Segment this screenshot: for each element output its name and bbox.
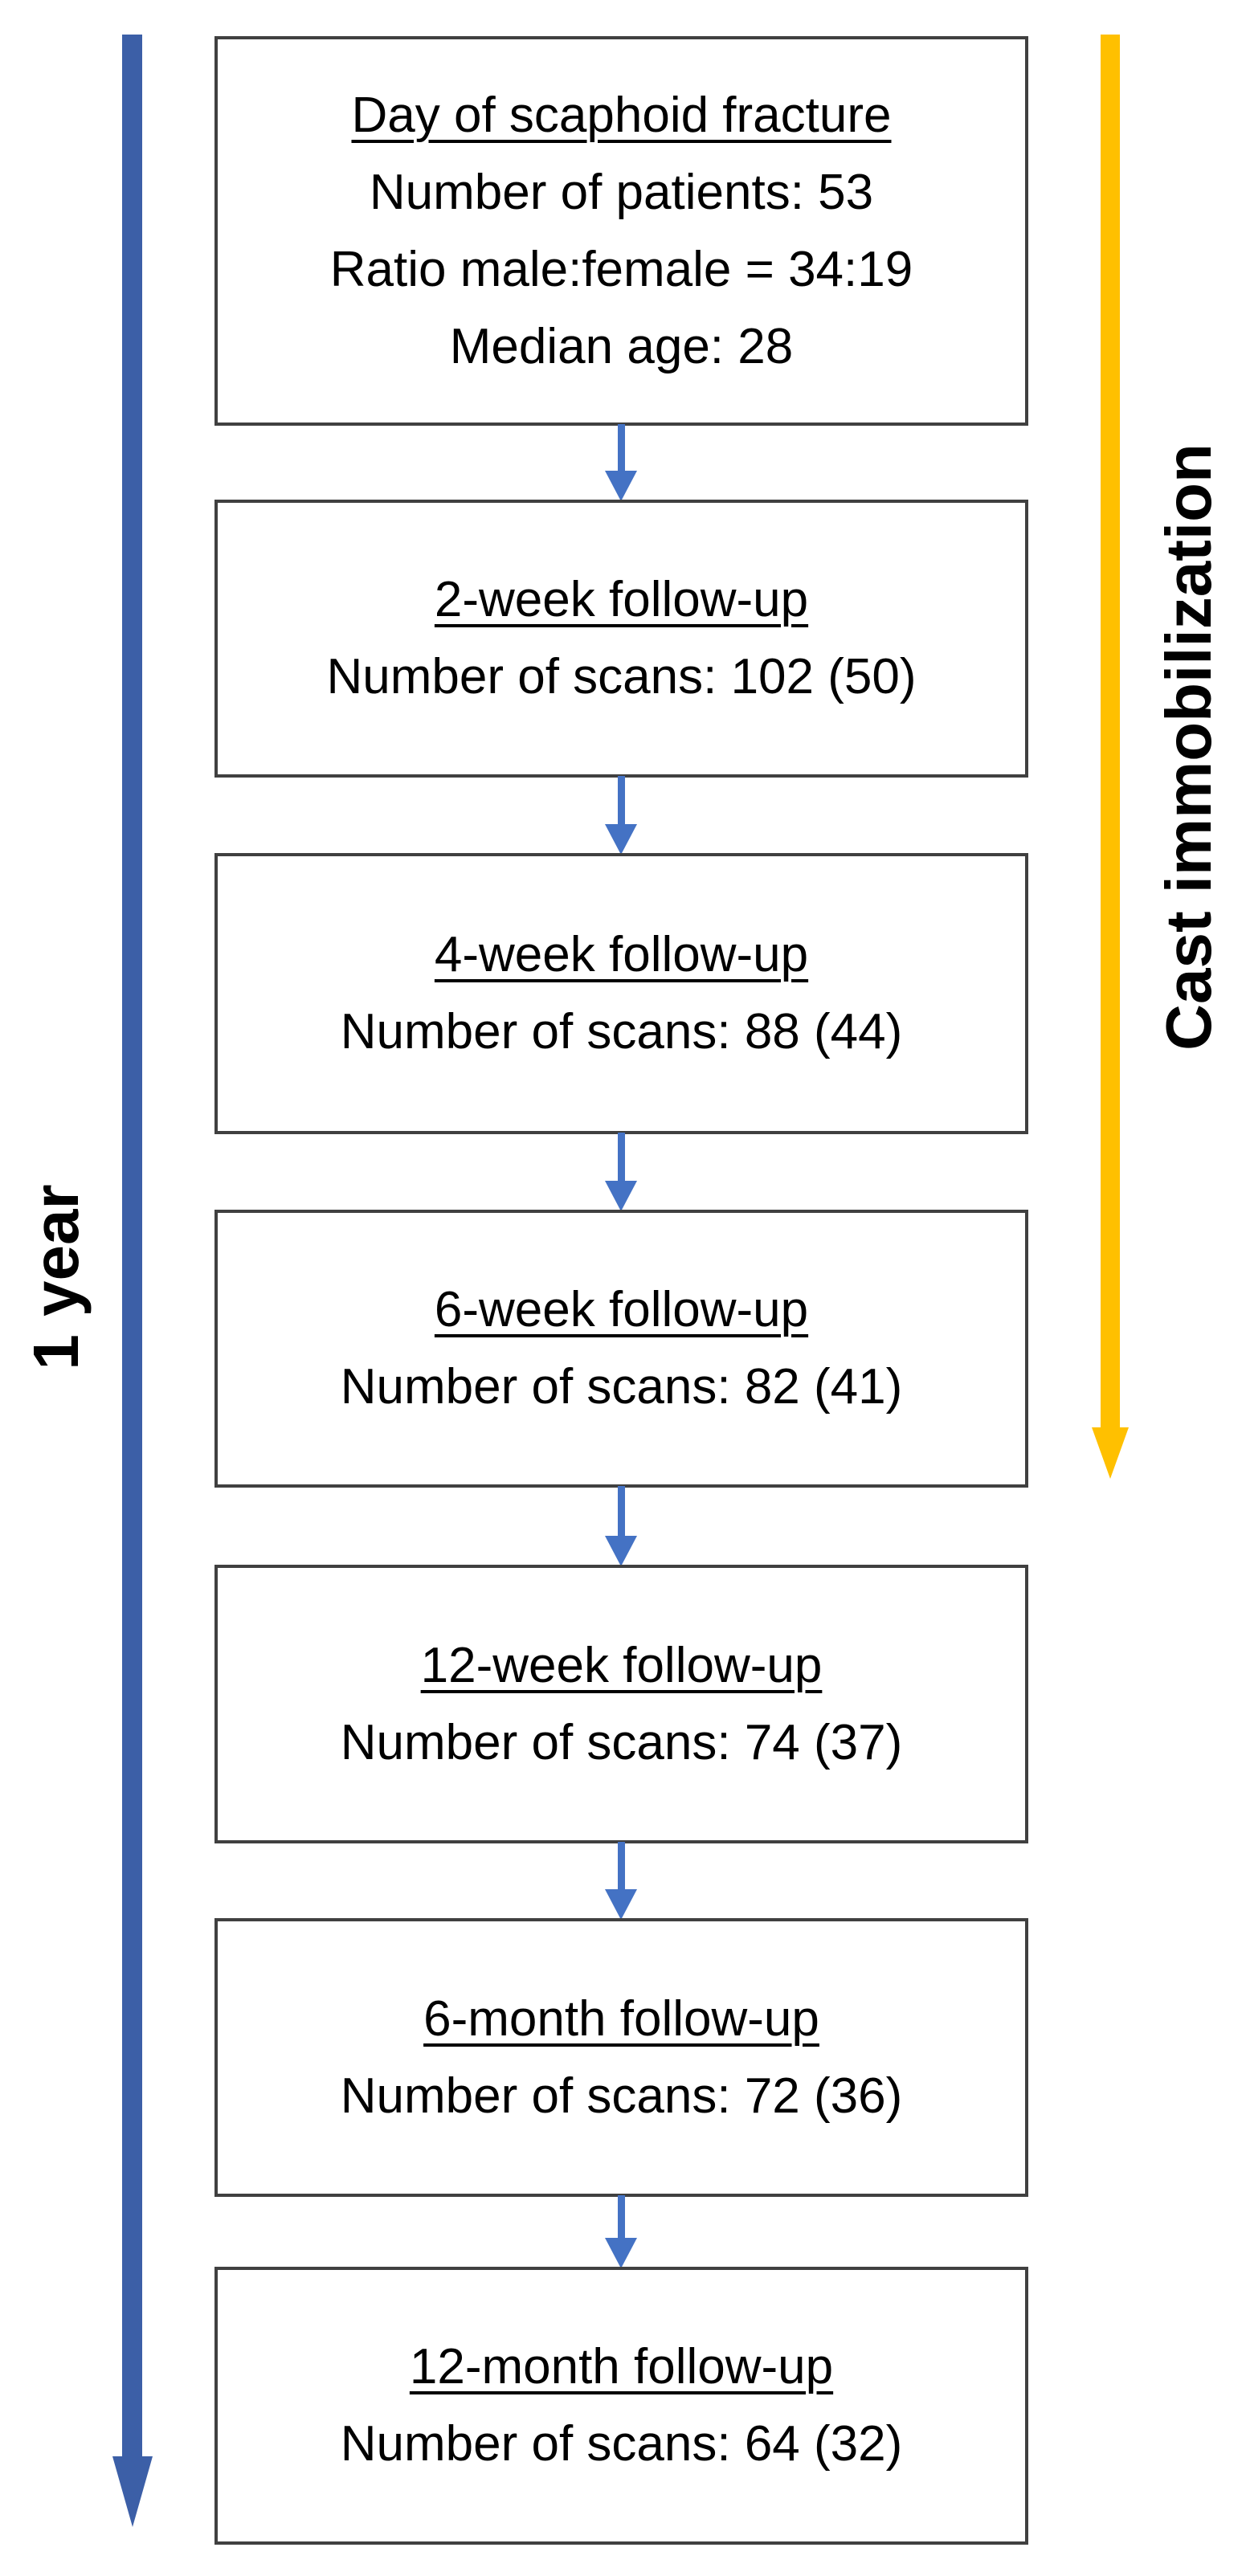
box-line: Number of scans: 82 (41) — [340, 1359, 903, 1415]
box-line: Number of scans: 88 (44) — [340, 1004, 903, 1059]
box-title: 6-week follow-up — [434, 1282, 809, 1337]
connector-arrow-shaft — [618, 2195, 625, 2241]
timeline-arrow-head-icon — [112, 2456, 153, 2527]
box-title: Day of scaphoid fracture — [351, 87, 892, 143]
box-title: 6-month follow-up — [423, 1990, 819, 2047]
connector-arrow-shaft — [618, 1842, 625, 1892]
box-line: Number of scans: 102 (50) — [326, 649, 917, 704]
flow-box-6-week: 6-week follow-up Number of scans: 82 (41… — [214, 1210, 1028, 1488]
box-line: Number of scans: 74 (37) — [340, 1714, 903, 1770]
cast-immobilization-label: Cast immobilization — [1153, 443, 1224, 1051]
flow-box-12-week: 12-week follow-up Number of scans: 74 (3… — [214, 1565, 1028, 1843]
flow-box-12-month: 12-month follow-up Number of scans: 64 (… — [214, 2267, 1028, 2545]
connector-arrow-head-icon — [605, 1889, 637, 1920]
flow-box-6-month: 6-month follow-up Number of scans: 72 (3… — [214, 1918, 1028, 2197]
box-line: Number of patients: 53 — [369, 164, 874, 220]
box-title: 2-week follow-up — [434, 572, 809, 627]
flow-box-2-week: 2-week follow-up Number of scans: 102 (5… — [214, 500, 1028, 778]
cast-arrow-shaft — [1101, 35, 1120, 1429]
connector-arrow-head-icon — [605, 471, 637, 501]
box-line: Ratio male:female = 34:19 — [329, 241, 913, 297]
connector-arrow-shaft — [618, 424, 625, 474]
timeline-arrow-shaft — [122, 35, 142, 2458]
connector-arrow-head-icon — [605, 1181, 637, 1211]
timeline-label: 1 year — [20, 1184, 92, 1370]
box-line: Number of scans: 72 (36) — [340, 2068, 903, 2124]
box-title: 4-week follow-up — [434, 927, 809, 982]
box-title: 12-month follow-up — [409, 2339, 834, 2394]
box-line: Number of scans: 64 (32) — [340, 2416, 903, 2472]
connector-arrow-head-icon — [605, 2238, 637, 2268]
connector-arrow-shaft — [618, 776, 625, 827]
connector-arrow-shaft — [618, 1133, 625, 1184]
box-title: 12-week follow-up — [420, 1637, 823, 1693]
connector-arrow-shaft — [618, 1486, 625, 1539]
connector-arrow-head-icon — [605, 1536, 637, 1566]
connector-arrow-head-icon — [605, 824, 637, 855]
cast-arrow-head-icon — [1092, 1427, 1129, 1479]
box-line: Median age: 28 — [449, 318, 794, 374]
flow-box-day-of-fracture: Day of scaphoid fracture Number of patie… — [214, 36, 1028, 426]
flow-box-4-week: 4-week follow-up Number of scans: 88 (44… — [214, 853, 1028, 1134]
